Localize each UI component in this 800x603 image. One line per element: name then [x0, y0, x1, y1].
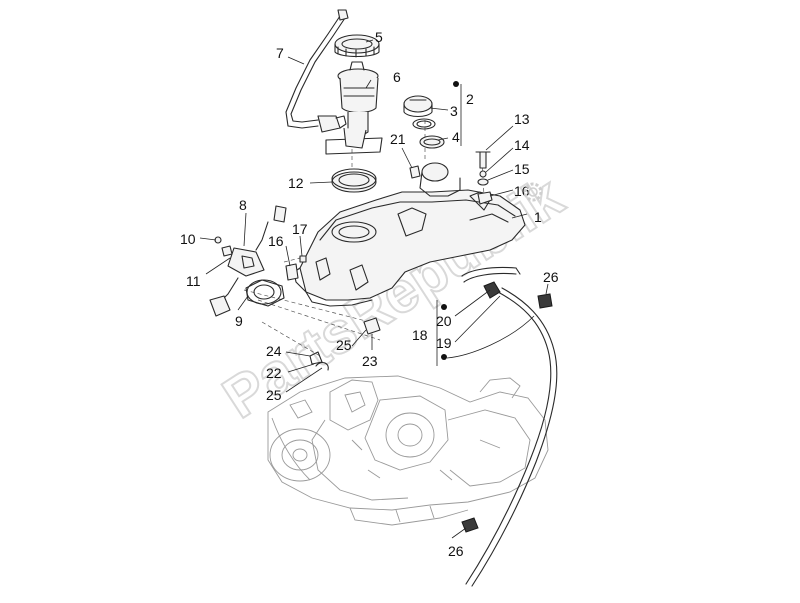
- part-label-20: 20: [436, 313, 452, 329]
- gear-icon: [523, 182, 543, 202]
- tank-sealing-ring: [331, 168, 377, 193]
- part-label-26: 26: [543, 269, 559, 285]
- fuel-level-sensor: [209, 205, 287, 317]
- part-label-16-b: 16: [268, 233, 284, 249]
- part-label-12: 12: [288, 175, 304, 191]
- part-label-23: 23: [362, 353, 378, 369]
- engine-assembly: [267, 375, 549, 526]
- part-label-9: 9: [235, 313, 243, 329]
- part-label-14: 14: [514, 137, 530, 153]
- part-label-8: 8: [239, 197, 247, 213]
- small-fittings: [285, 151, 493, 281]
- part-label-10: 10: [180, 231, 196, 247]
- part-label-19: 19: [436, 335, 452, 351]
- part-label-11: 11: [186, 273, 201, 289]
- part-label-24: 24: [266, 343, 282, 359]
- filler-cap-assembly: [403, 95, 445, 149]
- part-label-3: 3: [450, 103, 458, 119]
- part-label-4: 4: [452, 129, 460, 145]
- part-label-21: 21: [390, 131, 406, 147]
- part-label-7: 7: [276, 45, 284, 61]
- part-label-22: 22: [266, 365, 282, 381]
- part-label-25: 25: [336, 337, 352, 353]
- part-label-15: 15: [514, 161, 530, 177]
- callout-brackets: [436, 81, 462, 366]
- part-label-2: 2: [466, 91, 474, 107]
- clamps-and-screws: [309, 317, 381, 371]
- part-label-6: 6: [393, 69, 401, 85]
- leader-lines: [199, 39, 549, 539]
- part-label-17: 17: [292, 221, 308, 237]
- part-label-13: 13: [514, 111, 530, 127]
- part-label-1: 1: [534, 209, 542, 225]
- part-label-26-b: 26: [448, 543, 464, 559]
- part-number-labels: 7 5 6 2 3 4 21 13 14 15 16 1 12 8 17 10 …: [180, 29, 559, 559]
- breather-hoses: [461, 266, 558, 587]
- fuel-pump-assembly: [285, 9, 383, 155]
- assembly-guide-lines: [243, 120, 485, 357]
- part-label-18: 18: [412, 327, 428, 343]
- part-label-5: 5: [375, 29, 383, 45]
- fuel-tank: [293, 162, 526, 307]
- part-label-25-b: 25: [266, 387, 282, 403]
